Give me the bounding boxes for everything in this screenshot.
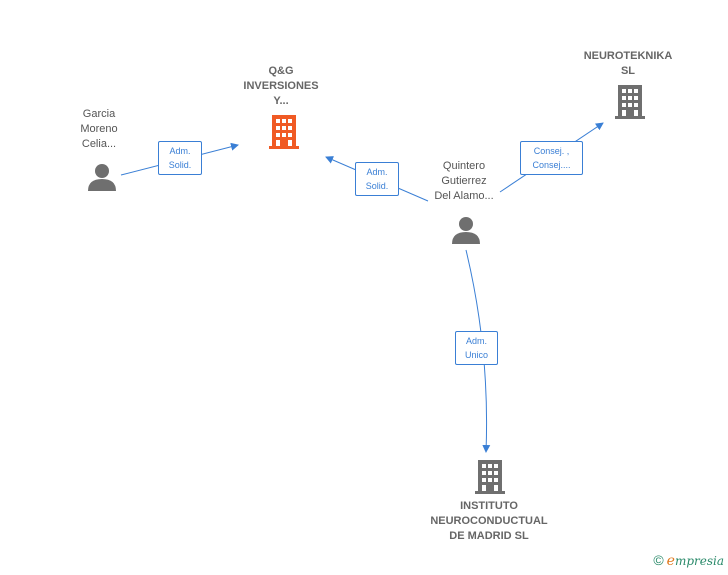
neuroteknika-line2: SL <box>620 65 636 77</box>
brand-initial: e <box>666 553 675 569</box>
garcia-line1: Garcia <box>82 108 116 120</box>
edge-quintero-qg-line2: Solid. <box>365 181 389 191</box>
edge-quintero-qg-line1: Adm. <box>366 167 388 177</box>
garcia-line3: Celia... <box>81 138 117 150</box>
node-label-qg[interactable]: Q&G INVERSIONES Y... <box>226 64 336 109</box>
edge-label-quintero-neuroteknika[interactable]: Consej. , Consej.... <box>520 141 583 175</box>
qg-line3: Y... <box>273 95 289 107</box>
node-label-instituto[interactable]: INSTITUTO NEUROCONDUCTUAL DE MADRID SL <box>419 499 559 544</box>
node-label-garcia[interactable]: Garcia Moreno Celia... <box>59 107 139 152</box>
copyright-symbol: © <box>653 552 664 568</box>
edge-quintero-neuro-line2: Consej.... <box>532 160 571 170</box>
edge-quintero-instituto-line2: Unico <box>464 350 488 360</box>
empresia-logo: ©empresia <box>653 552 724 569</box>
edge-label-quintero-instituto[interactable]: Adm. Unico <box>455 331 498 365</box>
quintero-line2: Gutierrez <box>441 175 487 187</box>
edge-garcia-qg-line1: Adm. <box>169 146 191 156</box>
instituto-line3: DE MADRID SL <box>449 530 529 542</box>
brand-name: mpresia <box>674 554 724 568</box>
garcia-line2: Moreno <box>80 123 118 135</box>
node-label-quintero[interactable]: Quintero Gutierrez Del Alamo... <box>419 159 509 204</box>
instituto-line2: NEUROCONDUCTUAL <box>430 515 548 527</box>
quintero-line1: Quintero <box>442 160 486 172</box>
edge-label-quintero-qg[interactable]: Adm. Solid. <box>355 162 399 196</box>
instituto-line1: INSTITUTO <box>460 500 518 512</box>
qg-line2: INVERSIONES <box>243 80 319 92</box>
neuroteknika-line1: NEUROTEKNIKA <box>583 50 673 62</box>
node-label-neuroteknika[interactable]: NEUROTEKNIKA SL <box>572 49 684 79</box>
edge-quintero-instituto-line1: Adm. <box>465 336 487 346</box>
person-icon-quintero[interactable] <box>452 217 480 244</box>
edge-quintero-neuro-line1: Consej. , <box>533 146 570 156</box>
quintero-line3: Del Alamo... <box>434 190 494 202</box>
edge-garcia-qg-line2: Solid. <box>168 160 192 170</box>
edge-label-garcia-qg[interactable]: Adm. Solid. <box>158 141 202 175</box>
person-icon-garcia[interactable] <box>88 164 116 191</box>
qg-line1: Q&G <box>268 65 294 77</box>
